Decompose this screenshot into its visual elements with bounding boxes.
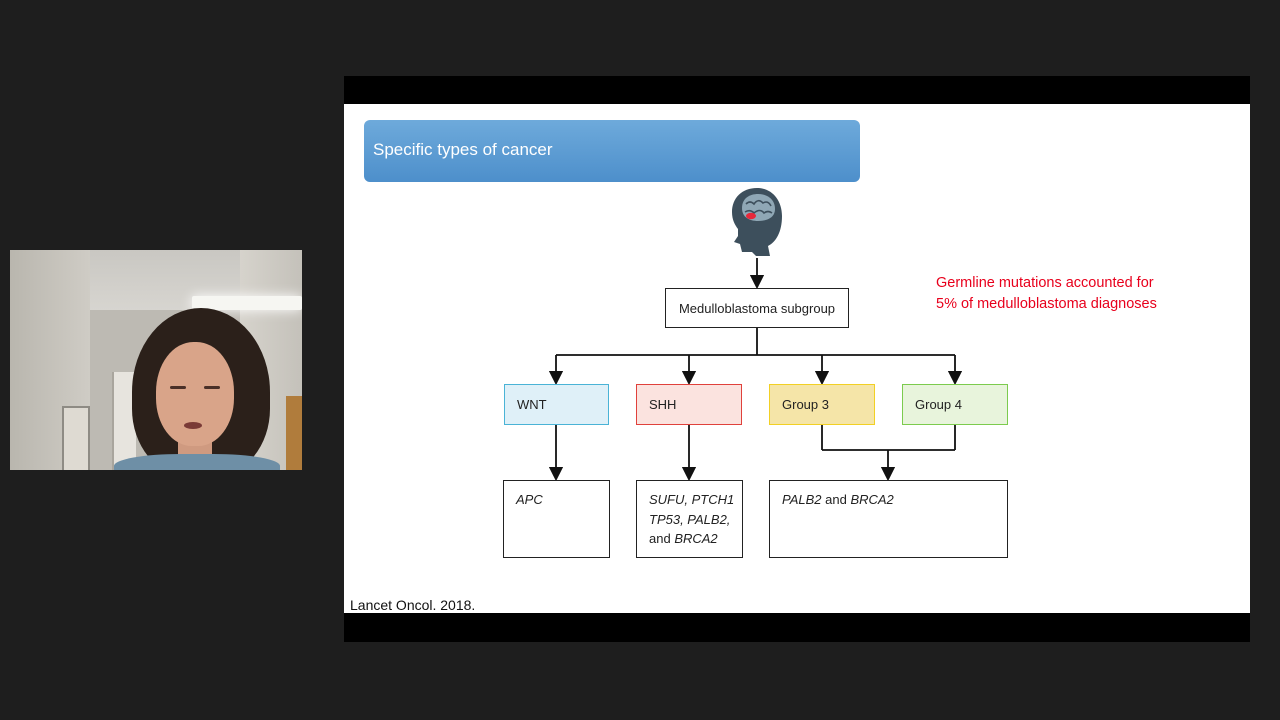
presenter-video	[10, 250, 302, 470]
wnt-gene: APC	[516, 492, 543, 507]
slide: Specific types of cancer	[344, 104, 1250, 613]
head-brain-icon	[732, 188, 782, 256]
g34-and-text: and	[821, 492, 851, 507]
presenter-shirt	[114, 454, 280, 470]
germline-note-line: Germline mutations accounted for	[936, 275, 1154, 291]
subgroup-wnt-box: WNT	[504, 384, 609, 425]
subgroup-wnt-label: WNT	[517, 397, 547, 412]
shh-gene-line: TP53, PALB2,	[649, 511, 731, 527]
root-label: Medulloblastoma subgroup	[678, 300, 836, 316]
group34-genes-box: PALB2 and BRCA2	[769, 480, 1008, 558]
shh-gene-line: and BRCA2	[649, 529, 742, 549]
diagram-connectors	[548, 258, 963, 482]
shh-gene-brca2: BRCA2	[674, 531, 718, 546]
germline-note-line: 5% of medulloblastoma diagnoses	[936, 296, 1157, 312]
video-ceiling-light	[192, 296, 302, 310]
subgroup-group3-label: Group 3	[782, 397, 829, 412]
subgroup-group4-box: Group 4	[902, 384, 1008, 425]
subgroup-group4-label: Group 4	[915, 397, 962, 412]
germline-note: Germline mutations accounted for 5% of m…	[936, 273, 1157, 315]
presenter-eye	[170, 386, 186, 389]
g34-gene-brca2: BRCA2	[850, 492, 894, 507]
video-wall-frame	[62, 406, 90, 470]
subgroup-shh-box: SHH	[636, 384, 742, 425]
presenter-face	[156, 342, 234, 446]
medulloblastoma-subgroup-box: Medulloblastoma subgroup	[665, 288, 849, 328]
presenter-eye	[204, 386, 220, 389]
video-shelf	[286, 396, 302, 470]
slide-title: Specific types of cancer	[373, 140, 553, 159]
subgroup-shh-label: SHH	[649, 397, 677, 412]
shared-screen: Specific types of cancer	[344, 76, 1250, 642]
slide-title-bar: Specific types of cancer	[364, 120, 860, 182]
shh-and-text: and	[649, 531, 675, 546]
presenter-mouth	[184, 422, 202, 429]
shh-gene-line: SUFU, PTCH1	[649, 492, 735, 507]
g34-gene-palb2: PALB2	[782, 492, 822, 507]
subgroup-group3-box: Group 3	[769, 384, 875, 425]
shh-genes-box: SUFU, PTCH1 TP53, PALB2, and BRCA2	[636, 480, 743, 558]
citation: Lancet Oncol. 2018.	[350, 597, 476, 613]
wnt-genes-box: APC	[503, 480, 610, 558]
